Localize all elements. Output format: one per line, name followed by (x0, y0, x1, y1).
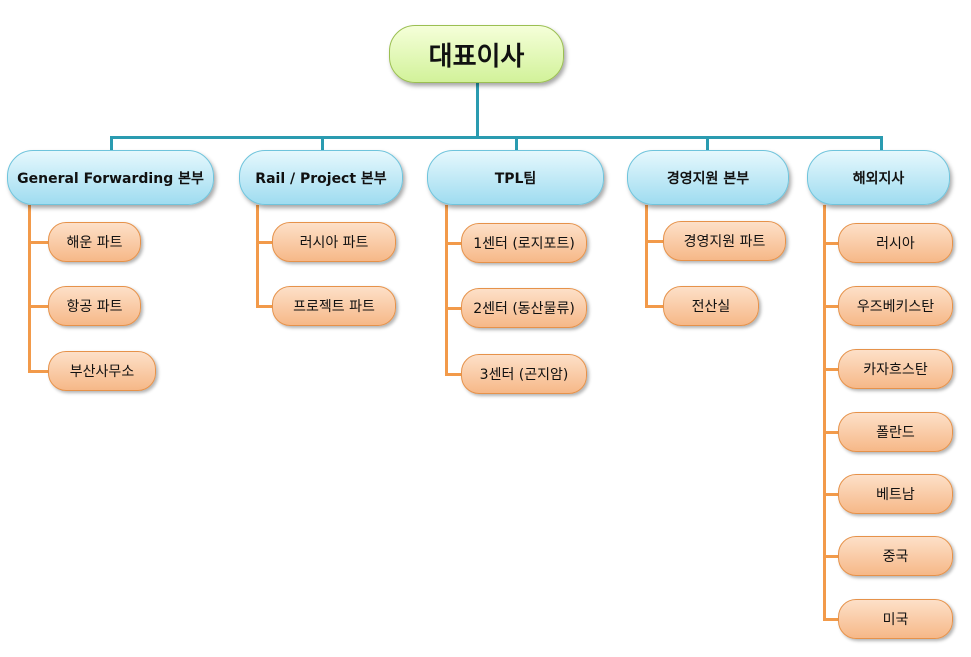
team-it-room: 전산실 (663, 286, 759, 326)
team-connector (445, 307, 463, 310)
team-connector (823, 305, 840, 308)
branch-vietnam: 베트남 (838, 474, 953, 514)
team-busan-office: 부산사무소 (48, 351, 156, 391)
branch-russia: 러시아 (838, 223, 953, 263)
team-connector (256, 305, 274, 308)
team-connector (645, 240, 665, 243)
team-connector (645, 305, 665, 308)
department-drop-line-2 (321, 136, 324, 151)
team-center-1: 1센터 (로지포트) (461, 223, 587, 263)
team-spine-line-4 (645, 205, 648, 307)
team-management-part: 경영지원 파트 (663, 221, 786, 261)
dept-tpl-team: TPL팀 (427, 150, 604, 205)
branch-china: 중국 (838, 536, 953, 576)
team-connector (28, 305, 50, 308)
dept-overseas-branches: 해외지사 (807, 150, 950, 205)
department-drop-line-4 (706, 136, 709, 151)
root-trunk-line (476, 83, 479, 138)
department-drop-line-3 (515, 136, 518, 151)
branch-kazakhstan: 카자흐스탄 (838, 349, 953, 389)
branch-poland: 폴란드 (838, 412, 953, 452)
team-connector (445, 373, 463, 376)
dept-rail-project: Rail / Project 본부 (239, 150, 403, 205)
department-drop-line-5 (880, 136, 883, 151)
team-connector (823, 431, 840, 434)
team-connector (445, 242, 463, 245)
team-project-part: 프로젝트 파트 (272, 286, 396, 326)
team-center-3: 3센터 (곤지암) (461, 354, 587, 394)
department-bus-line (110, 136, 883, 139)
team-connector (823, 368, 840, 371)
team-connector (823, 555, 840, 558)
team-air-part: 항공 파트 (48, 286, 141, 326)
dept-management-support: 경영지원 본부 (627, 150, 789, 205)
team-connector (256, 241, 274, 244)
team-ocean-part: 해운 파트 (48, 222, 141, 262)
ceo-node: 대표이사 (389, 25, 564, 83)
branch-usa: 미국 (838, 599, 953, 639)
team-spine-line-5 (823, 205, 826, 621)
team-connector (28, 241, 50, 244)
team-russia-part: 러시아 파트 (272, 222, 396, 262)
team-connector (823, 242, 840, 245)
team-center-2: 2센터 (동산물류) (461, 288, 587, 328)
department-drop-line-1 (110, 136, 113, 151)
team-connector (823, 618, 840, 621)
team-connector (823, 493, 840, 496)
team-spine-line-3 (445, 205, 448, 374)
branch-uzbekistan: 우즈베키스탄 (838, 286, 953, 326)
team-spine-line-1 (28, 205, 31, 371)
team-spine-line-2 (256, 205, 259, 307)
team-connector (28, 370, 50, 373)
dept-general-forwarding: General Forwarding 본부 (7, 150, 214, 205)
